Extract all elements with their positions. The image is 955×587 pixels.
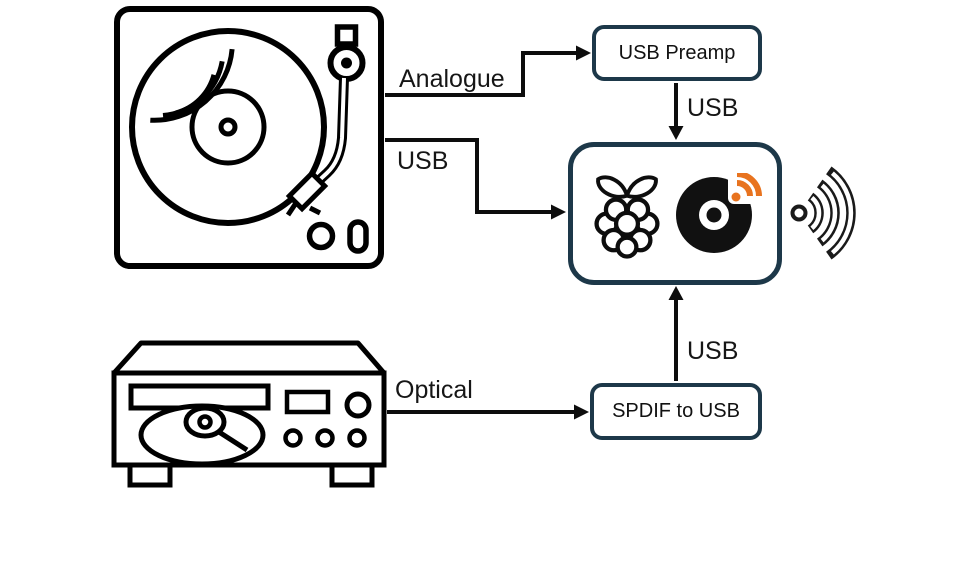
- arrowhead-usb-into-center: [551, 204, 566, 220]
- arrowhead-into-spdif: [574, 404, 589, 420]
- streaming-disc-icon: [676, 172, 762, 253]
- turntable-usb-connection-label: USB: [397, 147, 449, 175]
- raspberry-pi-streamer-node: [568, 142, 782, 285]
- analogue-connector: [385, 51, 578, 97]
- wifi-signal-icon: [790, 166, 856, 260]
- usb-preamp-node: USB Preamp: [592, 25, 762, 81]
- arrowhead-preamp-into-center: [668, 126, 684, 140]
- arrowhead-spdif-into-center: [668, 286, 684, 300]
- cd-player-icon: [111, 340, 387, 488]
- arrowhead-into-preamp: [576, 45, 591, 61]
- spdif-to-usb-node: SPDIF to USB: [590, 383, 762, 440]
- optical-connection-label: Optical: [395, 376, 473, 404]
- spdif-to-usb-label: SPDIF to USB: [612, 400, 740, 422]
- preamp-usb-connection-label: USB: [687, 94, 739, 122]
- spdif-usb-connection-label: USB: [687, 337, 739, 365]
- turntable-icon: [114, 6, 384, 269]
- analogue-connection-label: Analogue: [399, 65, 505, 93]
- usb-preamp-label: USB Preamp: [618, 41, 736, 64]
- turntable-usb-connector: [385, 138, 553, 214]
- raspberry-pi-icon: [594, 174, 660, 259]
